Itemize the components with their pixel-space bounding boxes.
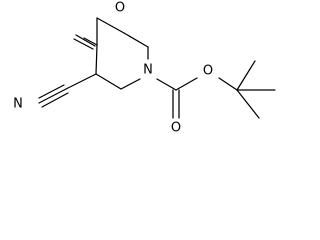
bond-ring-c3-c4 [95, 44, 98, 75]
carbonyl-oxygen-label: O [171, 121, 181, 136]
nitrile-nitrogen-bg [11, 96, 25, 111]
nitrile-nitrogen-label: N [13, 97, 23, 112]
ketone-oxygen-bg [114, 0, 126, 15]
structure-canvas: O N N O O [11, 0, 276, 136]
bond-ring-c4-c5 [96, 17, 125, 34]
bond-tbu-down [236, 89, 260, 119]
molecule-diagram: O N N O O [11, 0, 276, 136]
bond-ketone-single [83, 37, 98, 46]
ester-oxygen-bg [202, 62, 215, 79]
bond-ring-n1-c2 [120, 78, 141, 90]
ester-oxygen-label: O [203, 64, 213, 79]
bond-ketone-line-1 [75, 34, 96, 47]
bond-ring-c2-c3 [95, 73, 122, 90]
bond-tbu-up [236, 60, 256, 91]
ring-nitrogen-label: N [143, 63, 153, 78]
bond-c3-nitrile-carbon [65, 73, 97, 90]
bond-nitrile-triple-1 [38, 88, 67, 104]
bond-carbonyl-to-ester-o [175, 77, 198, 91]
bond-ring-c5-c6 [123, 32, 149, 48]
ring-nitrogen-bg [141, 61, 155, 78]
bond-layer [38, 17, 276, 119]
carbonyl-oxygen-bg [170, 120, 183, 135]
bond-nitrile-triple-2 [38, 84, 65, 99]
bond-ester-o-to-tbu [218, 77, 238, 91]
bond-ketone-line-2 [73, 38, 94, 50]
ketone-oxygen-label: O [115, 1, 125, 16]
atom-label-layer: O N N O O [11, 0, 215, 136]
bond-nitrile-triple-3 [41, 92, 69, 108]
bond-n-carbonyl-carbon [156, 78, 177, 91]
